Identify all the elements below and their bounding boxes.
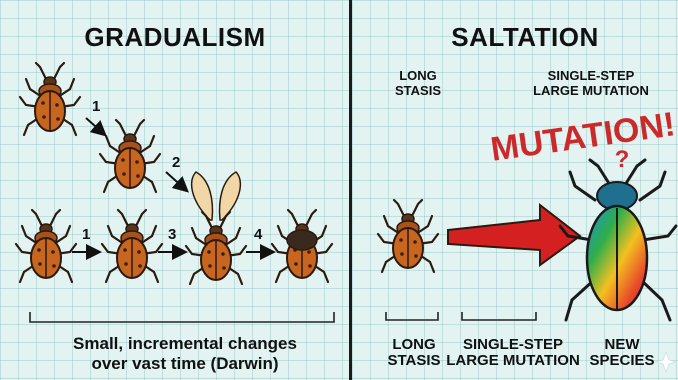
stasis-label-top: LONG xyxy=(380,68,456,83)
stasis-label-bottom: STASIS xyxy=(384,352,444,369)
beetle-icon xyxy=(20,63,80,135)
mutation-label-bottom: SINGLE-STEP xyxy=(446,336,580,353)
stasis-label-top: STASIS xyxy=(380,83,456,98)
saltation-title: SALTATION xyxy=(430,22,620,53)
gradualism-title: GRADUALISM xyxy=(70,22,280,53)
mutation-label-top: LARGE MUTATION xyxy=(516,83,666,98)
mutation-label-bottom: LARGE MUTATION xyxy=(446,352,580,369)
gradualism-caption-line1: Small, incremental changes xyxy=(40,334,330,354)
mutation-label-top: SINGLE-STEP xyxy=(516,68,666,83)
beetle-icon xyxy=(16,210,76,282)
timeline-bracket xyxy=(30,312,334,322)
species-label-bottom: NEW xyxy=(586,336,658,353)
dark-beetle-icon xyxy=(272,210,332,282)
rainbow-beetle-icon xyxy=(560,160,676,320)
step-number: 1 xyxy=(92,98,100,115)
beetle-icon xyxy=(102,210,162,282)
step-number: 2 xyxy=(172,154,180,171)
gradualism-caption-line2: over vast time (Darwin) xyxy=(40,354,330,374)
saltation-brackets xyxy=(386,312,536,320)
step-number: 4 xyxy=(254,226,262,243)
stasis-label-bottom: LONG xyxy=(384,336,444,353)
question-mark: ? xyxy=(612,146,632,174)
species-label-bottom: SPECIES xyxy=(586,352,658,369)
red-arrow-icon xyxy=(448,205,580,265)
beetle-icon xyxy=(378,200,438,272)
step-number: 3 xyxy=(168,226,176,243)
step-number: 1 xyxy=(82,226,90,243)
winged-beetle-icon xyxy=(186,172,246,284)
sparkle-icon xyxy=(656,352,676,372)
beetle-icon xyxy=(100,120,160,192)
